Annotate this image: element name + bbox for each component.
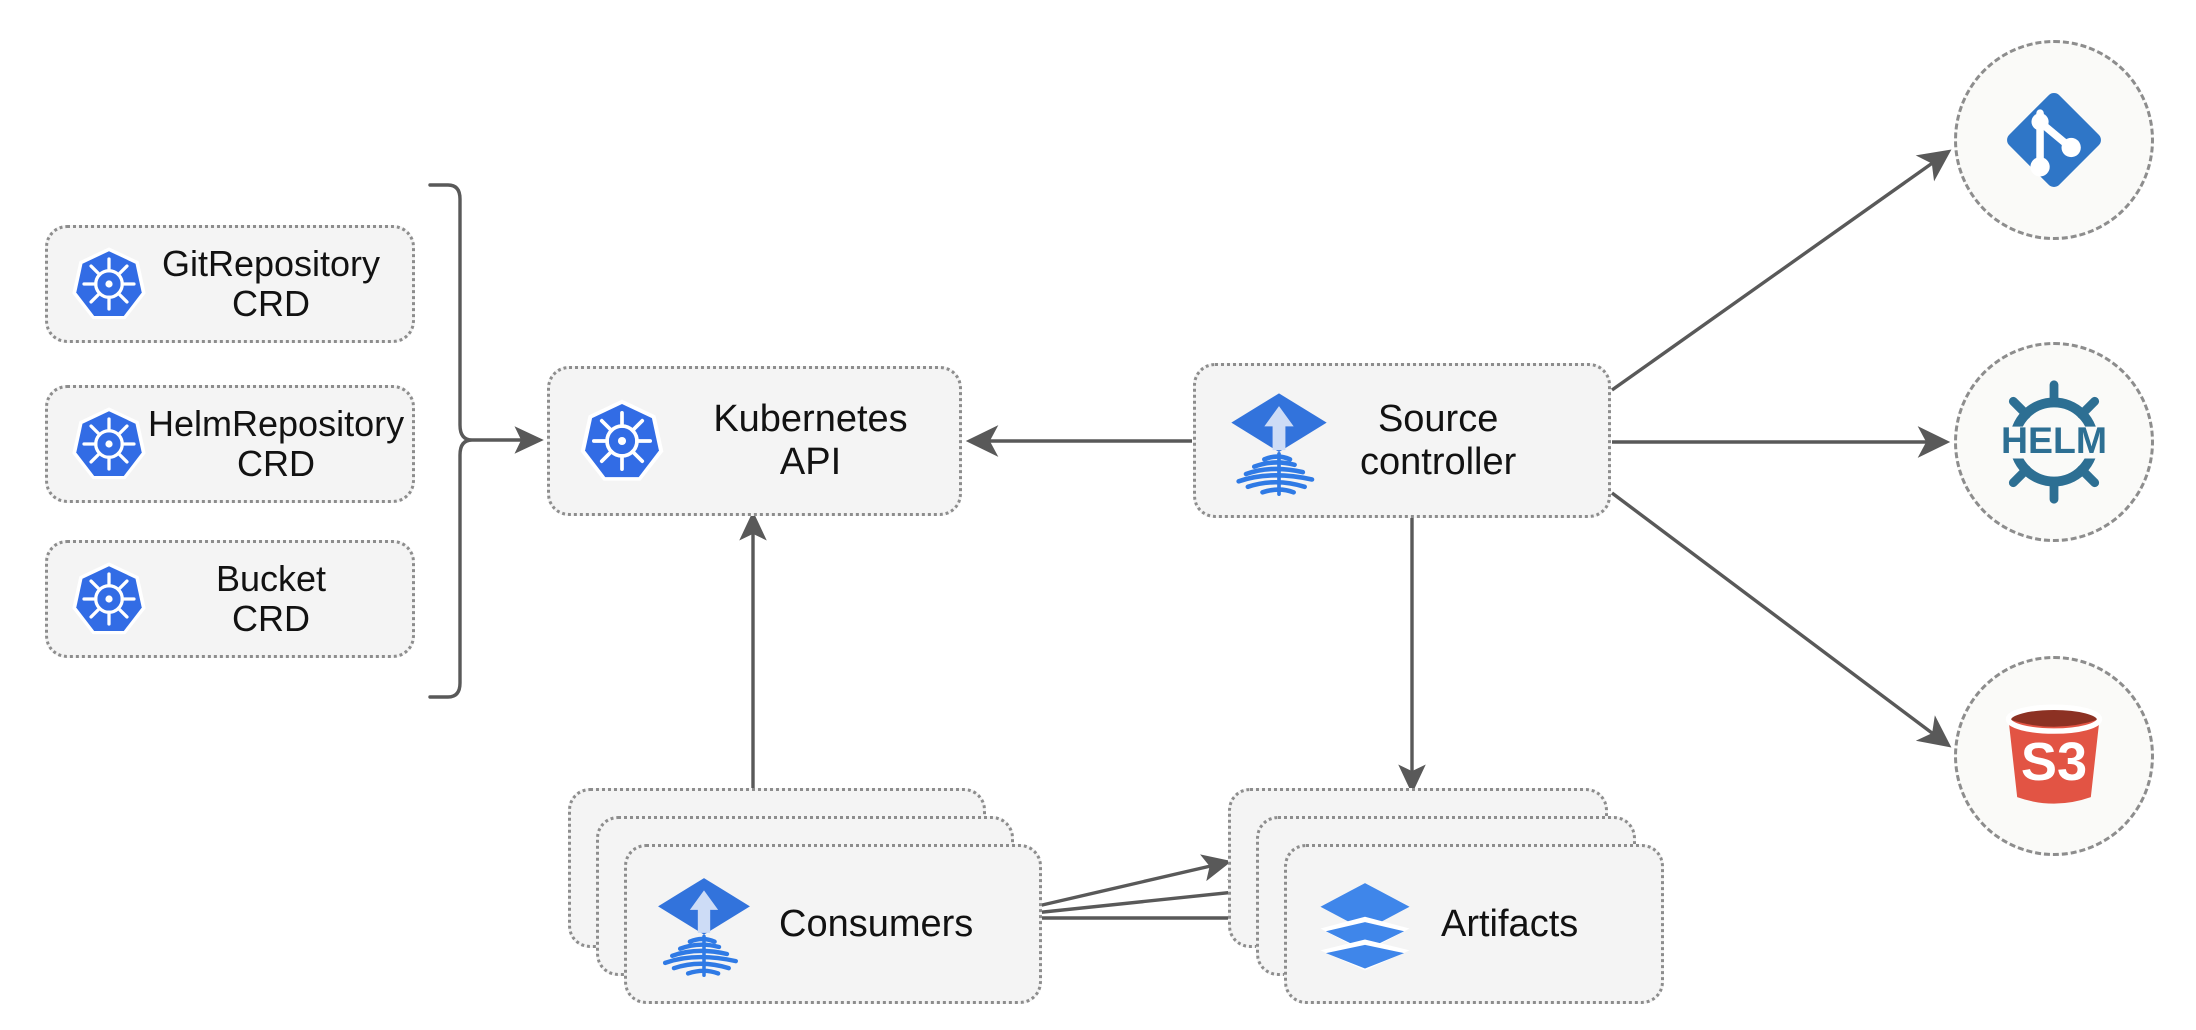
node-label: HelmRepository CRD <box>148 402 405 484</box>
kubernetes-icon <box>70 560 148 638</box>
node-label: GitRepository CRD <box>161 242 381 324</box>
node-label: Source controller <box>1360 397 1517 483</box>
kubernetes-icon <box>578 397 666 485</box>
flux-icon <box>1224 386 1334 496</box>
helm-icon: HELM <box>1988 376 2120 508</box>
edge-source-controller-to-git <box>1611 149 1952 392</box>
helm-label: HELM <box>2001 419 2107 461</box>
node-source-controller[interactable]: Source controller <box>1193 363 1611 518</box>
node-artifacts[interactable]: Artifacts <box>1284 844 1664 1004</box>
node-gitrepository-crd[interactable]: GitRepository CRD <box>45 225 415 343</box>
node-label: Kubernetes API <box>713 398 908 483</box>
flux-icon <box>651 871 757 977</box>
source-git-circle[interactable] <box>1954 40 2154 240</box>
layers-icon <box>1315 874 1415 974</box>
node-label: Artifacts <box>1441 902 1579 945</box>
source-helm-circle[interactable]: HELM <box>1954 342 2154 542</box>
node-helmrepository-crd[interactable]: HelmRepository CRD <box>45 385 415 503</box>
git-icon <box>1995 81 2113 199</box>
source-s3-circle[interactable]: S3 <box>1954 656 2154 856</box>
node-label: Consumers <box>779 902 974 945</box>
kubernetes-icon <box>70 405 148 483</box>
node-consumers[interactable]: Consumers <box>624 844 1042 1004</box>
s3-label: S3 <box>2021 732 2087 792</box>
node-kubernetes-api[interactable]: Kubernetes API <box>547 366 962 516</box>
node-label: Bucket CRD <box>215 557 327 639</box>
edge-source-controller-to-s3 <box>1610 491 1952 748</box>
node-bucket-crd[interactable]: Bucket CRD <box>45 540 415 658</box>
crd-group-bracket <box>428 183 473 699</box>
kubernetes-icon <box>70 245 148 323</box>
s3-icon: S3 <box>1989 691 2119 821</box>
